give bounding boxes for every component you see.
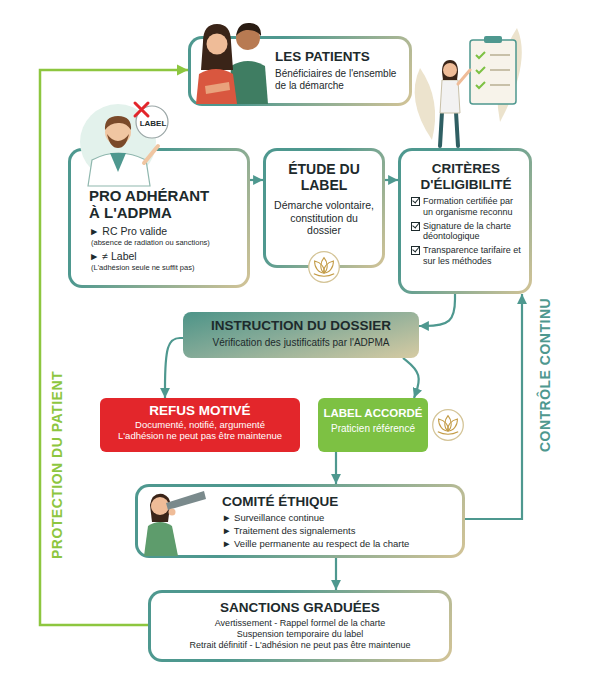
patients-illustration — [196, 69, 237, 104]
flow-arrow — [165, 338, 183, 398]
doctor-illustration — [105, 119, 131, 145]
node-text: Praticien référencé — [321, 423, 425, 435]
node-heading: PRO ADHÉRANT À L'ADPMA — [89, 187, 219, 222]
member-box: PRO ADHÉRANT À L'ADPMA ► RC Pro valide(ab… — [68, 148, 250, 288]
refusal-box: REFUS MOTIVÉDocumenté, notifié, argument… — [100, 398, 300, 452]
checklist-illustration — [440, 80, 460, 113]
checklist-illustration — [415, 68, 435, 140]
node-heading: COMITÉ ÉTHIQUE — [222, 494, 456, 510]
node-heading: CRITÈRES D'ÉLIGIBILITÉ — [411, 161, 521, 192]
node-heading: INSTRUCTION DU DOSSIER — [189, 318, 413, 334]
lotus-icon — [433, 410, 464, 441]
flow-arrow — [465, 294, 522, 519]
patients-illustration — [236, 26, 260, 50]
observer-illustration — [144, 491, 206, 556]
observer-illustration — [169, 509, 176, 516]
doctor-illustration — [88, 153, 150, 186]
patients-illustration — [236, 23, 261, 36]
observer-illustration — [166, 491, 206, 510]
checklist-illustration — [442, 60, 458, 80]
node-text: Signature de la charte déontologique — [411, 221, 521, 243]
actor-box: LES PATIENTS Bénéficiaires de l'ensemble … — [188, 36, 412, 106]
patients-illustration — [196, 23, 268, 104]
observer-illustration — [151, 497, 169, 515]
flow-arrow — [385, 179, 398, 181]
node-text: ► RC Pro valide — [89, 225, 239, 238]
node-heading: SANCTIONS GRADUÉES — [156, 600, 444, 616]
node-text: ► Traitement des signalements — [222, 525, 456, 536]
checklist-illustration — [490, 55, 510, 85]
sanctions-box: SANCTIONS GRADUÉES Avertissement - Rappel… — [148, 590, 452, 662]
process-band: INSTRUCTION DU DOSSIER Vérification des j… — [183, 312, 419, 358]
checklist-illustration — [440, 112, 458, 146]
node-text: Documenté, notifié, argumenté — [104, 419, 296, 430]
patients-illustration — [205, 82, 230, 94]
flow-arrow — [250, 179, 263, 181]
checklist-illustration — [443, 63, 457, 77]
checklist-illustration — [458, 70, 470, 84]
doctor-illustration — [80, 104, 156, 180]
edge-label: CONTRÔLE CONTINU — [537, 298, 553, 452]
approval-box: LABEL ACCORDÉ Praticien référencé — [318, 398, 428, 452]
doctor-illustration — [80, 104, 158, 186]
checklist-illustration — [476, 52, 485, 88]
node-text: Démarche volontaire, constitution du dos… — [274, 199, 374, 237]
sign-label: LABEL — [140, 119, 167, 128]
node-text: Bénéficiaires de l'ensemble de la démarc… — [275, 68, 401, 92]
node-text: ► Veille permanente au respect de la cha… — [222, 538, 456, 549]
doctor-illustration — [105, 116, 131, 130]
label-sign — [135, 103, 148, 116]
edge-label: PROTECTION DU PATIENT — [49, 371, 65, 559]
criteria-box: CRITÈRES D'ÉLIGIBILITÉ Formation certifié… — [398, 148, 532, 294]
checklist-illustration — [415, 28, 522, 146]
flow-arrow — [335, 452, 337, 484]
node-heading: REFUS MOTIVÉ — [104, 403, 296, 419]
node-text: Avertissement - Rappel formel de la char… — [156, 618, 444, 629]
doctor-illustration — [110, 153, 126, 172]
node-heading: ÉTUDE DU LABEL — [274, 161, 374, 193]
patients-illustration — [201, 24, 233, 70]
node-text: Suspension temporaire du label — [156, 629, 444, 640]
node-text: (L'adhésion seule ne suffit pas) — [89, 263, 239, 272]
node-text: ► ≠ Label — [89, 250, 239, 263]
patients-illustration — [229, 61, 268, 104]
label-sign — [135, 103, 168, 138]
checklist-illustration — [470, 40, 516, 104]
observer-illustration — [150, 494, 170, 522]
node-text: ► Surveillance continue — [222, 512, 456, 523]
label-sign — [136, 106, 168, 138]
node-heading: LABEL ACCORDÉ — [321, 407, 425, 420]
committee-box: COMITÉ ÉTHIQUE ► Surveillance continue ► T… — [135, 484, 465, 558]
observer-illustration — [144, 522, 178, 556]
checklist-illustration — [497, 28, 521, 122]
patients-illustration — [207, 34, 228, 55]
lotus-icon — [309, 252, 340, 283]
node-heading: LES PATIENTS — [275, 49, 401, 65]
doctor-illustration — [144, 146, 158, 163]
flow-arrow — [403, 358, 419, 398]
checklist-illustration — [484, 36, 502, 43]
flow-arrow — [335, 558, 337, 590]
node-text: Formation certifiée par un organisme rec… — [411, 196, 521, 218]
node-text: Retrait définitif - L'adhésion ne peut p… — [156, 640, 444, 651]
node-text: Transparence tarifaire et sur les méthod… — [411, 245, 521, 267]
process-box: ÉTUDE DU LABEL Démarche volontaire, const… — [263, 148, 385, 268]
node-text: L'adhésion ne peut pas être maintenue — [104, 430, 296, 441]
node-text: Vérification des justificatifs par l'ADP… — [189, 337, 413, 349]
node-text: (absence de radiation ou sanctions) — [89, 238, 239, 247]
doctor-illustration — [107, 134, 129, 148]
flow-arrow — [419, 294, 455, 326]
